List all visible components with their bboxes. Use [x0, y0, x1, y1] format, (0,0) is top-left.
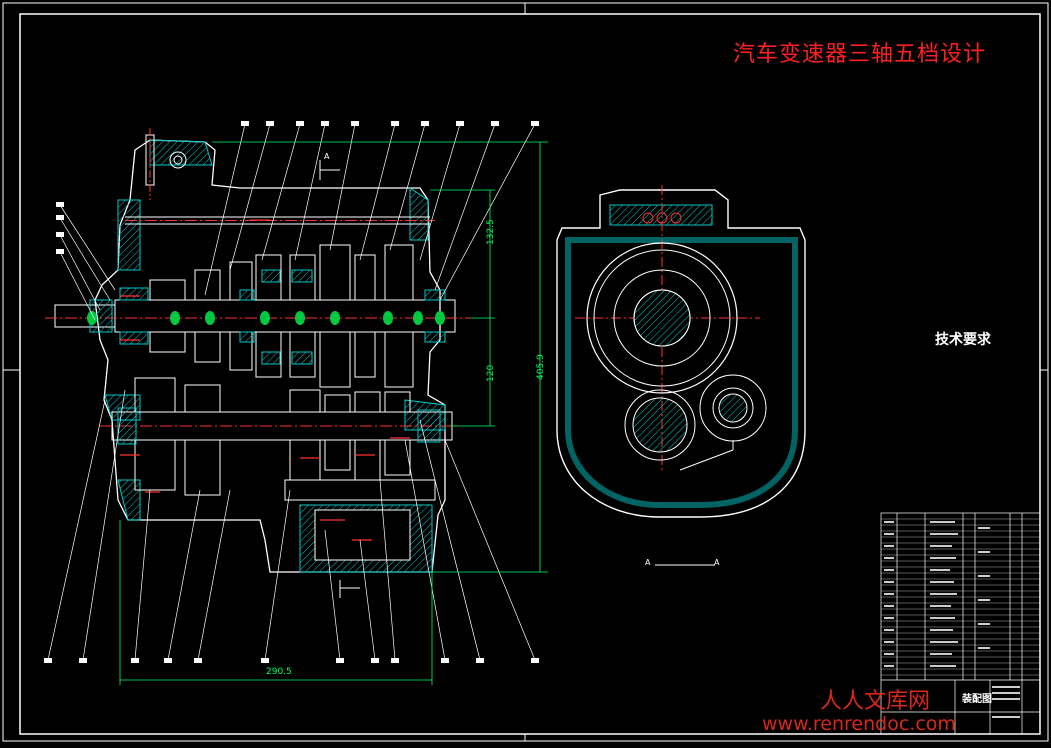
part-balloons	[44, 121, 539, 663]
title-block	[880, 512, 1041, 735]
gearbox-end-view	[556, 185, 806, 566]
parts-list-text	[884, 521, 1020, 718]
dim-overall-length: 290.5	[266, 667, 292, 677]
leader-lines	[47, 123, 536, 661]
watermark-url: www.renrendoc.com	[762, 713, 956, 735]
section-label-left: A	[645, 558, 651, 567]
tech-requirements-heading: 技术要求	[935, 332, 991, 348]
gearbox-section-view	[45, 128, 470, 598]
dim-overall-height: 405.9	[536, 354, 546, 380]
watermark-cn: 人人文库网	[820, 689, 931, 714]
title-block-drawing-type: 装配图	[962, 694, 992, 705]
inner-border	[19, 13, 1041, 735]
dim-upper-span: 132.5	[486, 219, 496, 245]
section-label-right: A	[714, 558, 720, 567]
dimension-lines	[119, 141, 548, 685]
view-a-label: A	[324, 152, 330, 161]
drawing-title: 汽车变速器三轴五档设计	[733, 42, 987, 67]
parts-list-rows	[881, 518, 1040, 676]
dim-lower-span: 120	[486, 364, 496, 382]
